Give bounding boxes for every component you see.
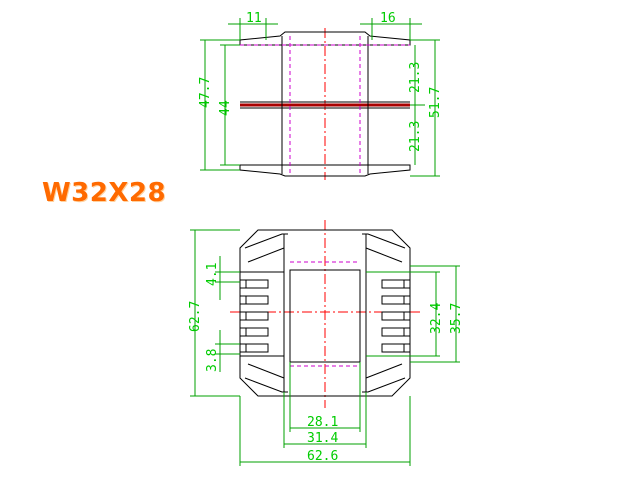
dim-core-width: 28.1 <box>307 415 338 430</box>
dim-half-lower: 21.3 <box>408 121 423 152</box>
dim-total-width: 62.6 <box>307 449 338 464</box>
dim-inner-height: 32.4 <box>429 303 444 334</box>
top-flange-lower <box>239 164 411 177</box>
dim-outer-height: 35.7 <box>449 303 464 334</box>
dim-slot-lower: 3.8 <box>205 349 220 372</box>
dim-half-upper: 21.3 <box>408 62 423 93</box>
dim-window-width: 31.4 <box>307 431 338 446</box>
front-center-window <box>289 269 361 363</box>
right-fins <box>366 271 410 357</box>
dim-width-left: 11 <box>246 11 262 26</box>
dim-slot-upper: 4.1 <box>205 263 220 286</box>
dim-height-inner: 44 <box>218 100 233 116</box>
top-flange-upper <box>239 31 411 46</box>
front-outer-body <box>239 229 411 397</box>
front-view: 62.7 4.1 3.8 32.4 35.7 28.1 31.4 62.6 <box>188 220 464 466</box>
dim-total-height: 51.7 <box>428 87 443 118</box>
dim-front-height: 62.7 <box>188 301 203 332</box>
model-title: W32X28 <box>42 178 167 208</box>
dim-height-outer: 47.7 <box>198 77 213 108</box>
dim-width-right: 16 <box>380 11 396 26</box>
left-fins <box>240 271 284 357</box>
top-view: 11 16 47.7 44 51.7 21.3 21.3 <box>198 11 443 180</box>
